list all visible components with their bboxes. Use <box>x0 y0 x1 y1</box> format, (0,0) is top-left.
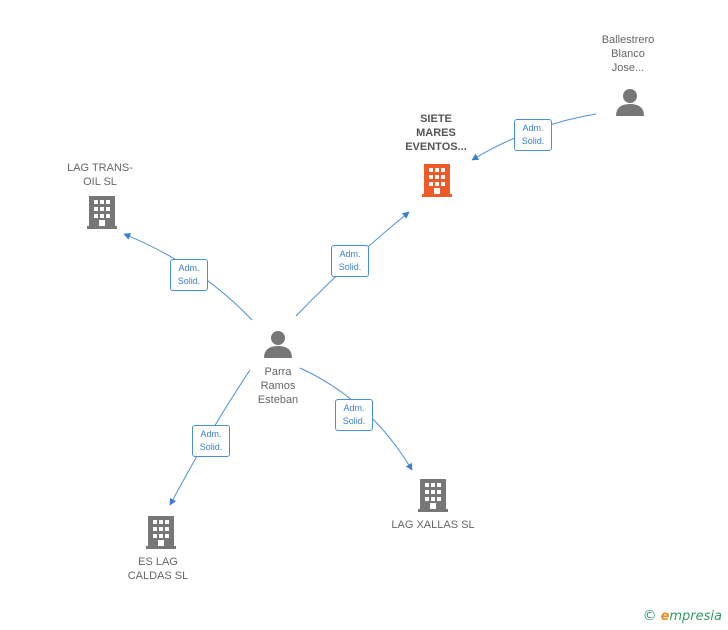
building-icon[interactable] <box>87 196 117 229</box>
edge-label-ballestrero-siete: Adm. Solid. <box>514 119 552 151</box>
node-label-siete-mares[interactable]: SIETE MARES EVENTOS... <box>405 113 467 153</box>
edge-label-parra-lag-trans: Adm. Solid. <box>170 259 208 291</box>
edge-label-line1: Adm. <box>178 263 200 273</box>
edge-label-line1: Adm. <box>522 123 544 133</box>
node-label-ballestrero[interactable]: Ballestrero Blanco Jose... <box>601 34 655 74</box>
edge-label-line1: Adm. <box>200 429 222 439</box>
node-label-lag-trans-oil[interactable]: LAG TRANS- OIL SL <box>67 162 133 188</box>
building-icon[interactable] <box>418 479 448 512</box>
edge-label-line2: Solid. <box>199 442 223 452</box>
brand-logo: ©empresia <box>643 608 722 624</box>
node-label-parra[interactable]: Parra Ramos Esteban <box>257 366 299 406</box>
edge-label-line1: Adm. <box>339 249 361 259</box>
edge-label-line1: Adm. <box>343 403 365 413</box>
copyright-icon: © <box>642 608 657 624</box>
edge-label-line2: Solid. <box>338 262 362 272</box>
brand-name: empresia <box>661 609 722 624</box>
edge-label-line2: Solid. <box>342 416 366 426</box>
building-icon-highlight[interactable] <box>422 164 452 197</box>
brand-initial: e <box>660 609 670 624</box>
brand-name-rest: mpresia <box>669 609 722 624</box>
node-label-lag-xallas[interactable]: LAG XALLAS SL <box>391 519 475 531</box>
edge-label-parra-xallas: Adm. Solid. <box>335 399 373 431</box>
edge-label-line2: Solid. <box>521 136 545 146</box>
person-icon[interactable] <box>264 331 292 358</box>
building-icon[interactable] <box>146 516 176 549</box>
edge-label-parra-siete: Adm. Solid. <box>331 245 369 277</box>
node-label-es-lag-caldas[interactable]: ES LAG CALDAS SL <box>127 556 189 582</box>
edge-label-parra-es-lag: Adm. Solid. <box>192 425 230 457</box>
person-icon[interactable] <box>616 89 644 116</box>
edge-label-line2: Solid. <box>177 276 201 286</box>
